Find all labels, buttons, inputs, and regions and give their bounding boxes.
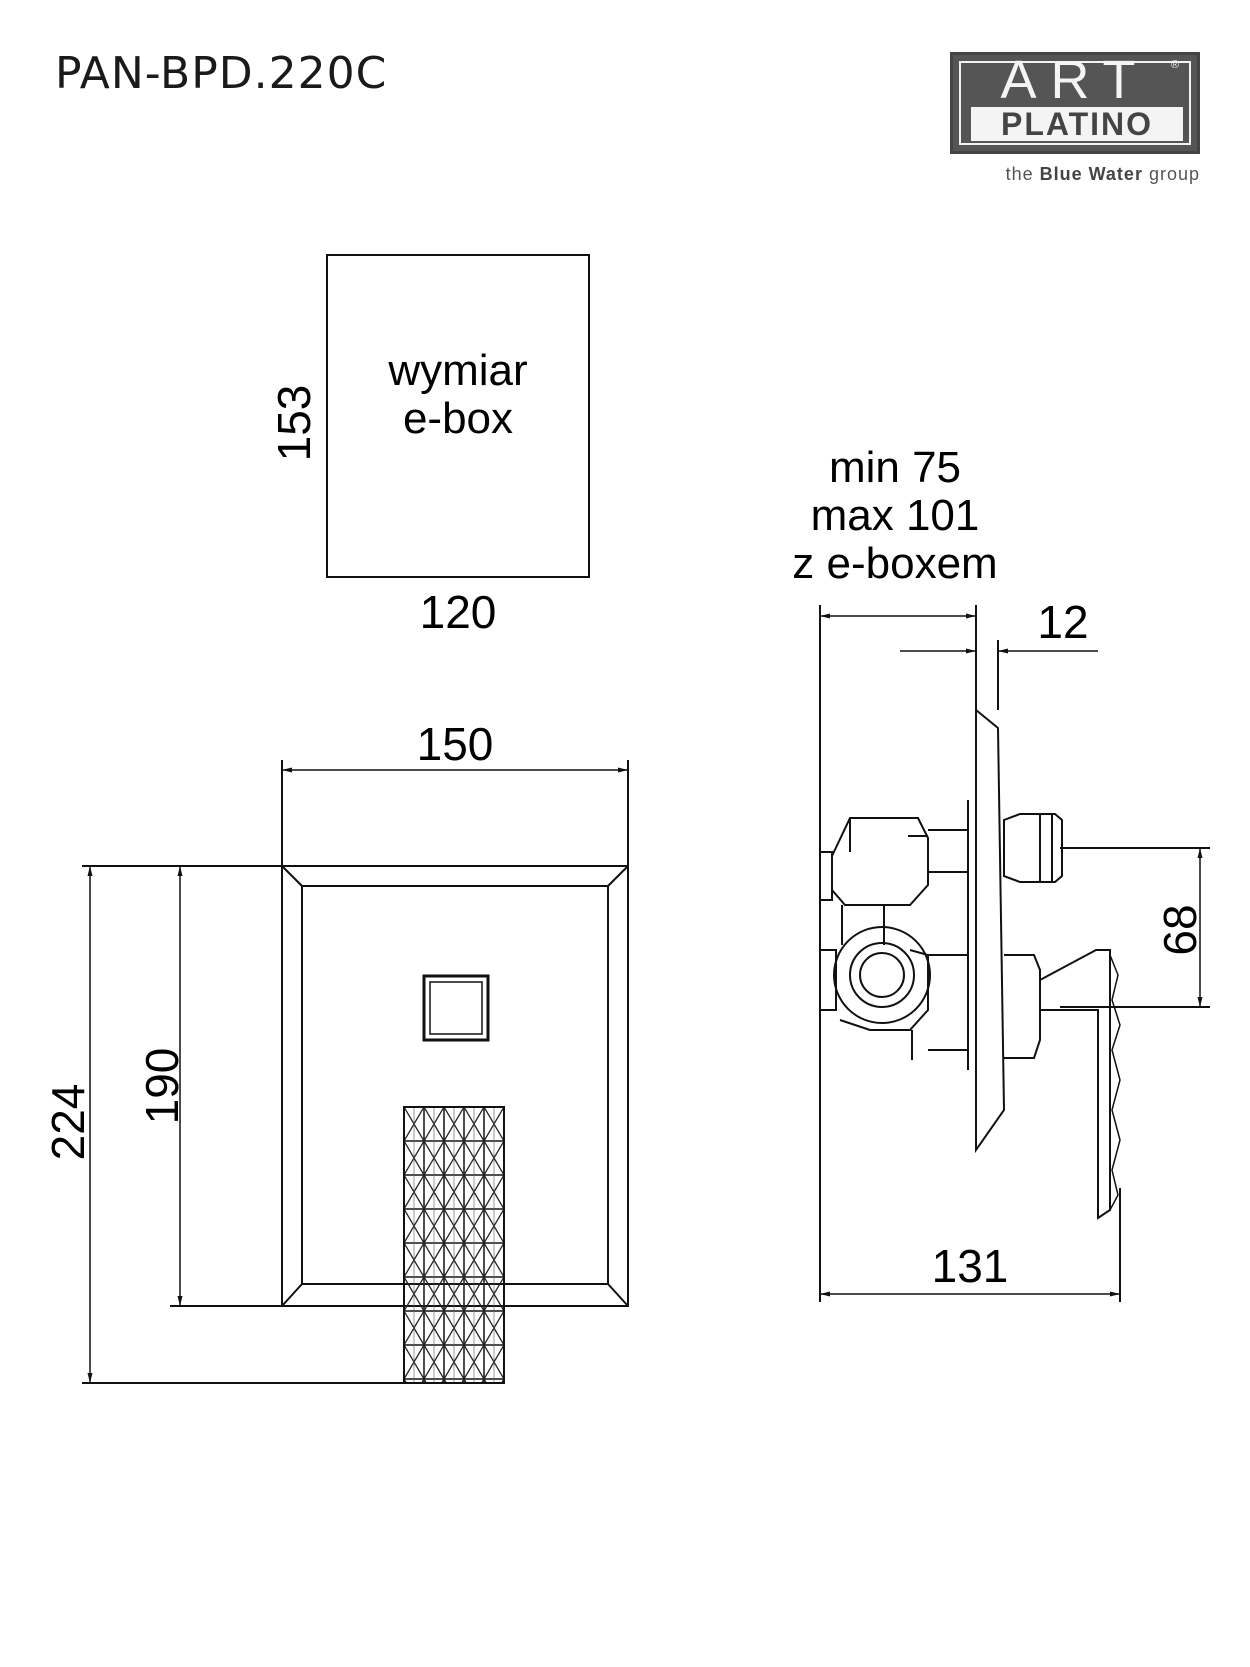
logo-art-text: ART	[1000, 50, 1150, 110]
ebox-width-label: 120	[420, 586, 497, 638]
front-lever-handle	[403, 1106, 505, 1384]
art-platino-logo: ART ® PLATINO the Blue Water group	[950, 50, 1200, 192]
logo-registered-mark: ®	[1170, 59, 1179, 71]
total-depth-label: 131	[932, 1240, 1009, 1292]
ebox-label-line2: e-box	[403, 394, 513, 443]
ebox-height-label: 153	[268, 385, 320, 462]
front-plate-height-label: 190	[136, 1048, 188, 1125]
side-depth-line3: z e-boxem	[792, 539, 997, 588]
front-total-height-label: 224	[42, 1084, 94, 1161]
ebox-label-line1: wymiar	[387, 346, 527, 395]
side-depth-line2: max 101	[811, 491, 980, 540]
logo-tagline: the Blue Water group	[1005, 164, 1200, 184]
ebox-outline	[326, 254, 590, 578]
side-view	[819, 605, 1210, 1302]
front-width-label: 150	[417, 718, 494, 770]
plate-thickness-label: 12	[1037, 596, 1088, 648]
drawing-title: PAN-BPD.220C	[55, 48, 388, 99]
outlet-offset-label: 68	[1154, 904, 1206, 955]
logo-platino-text: PLATINO	[971, 107, 1183, 141]
side-depth-line1: min 75	[829, 443, 961, 492]
logo-badge: ART ® PLATINO	[950, 50, 1200, 154]
